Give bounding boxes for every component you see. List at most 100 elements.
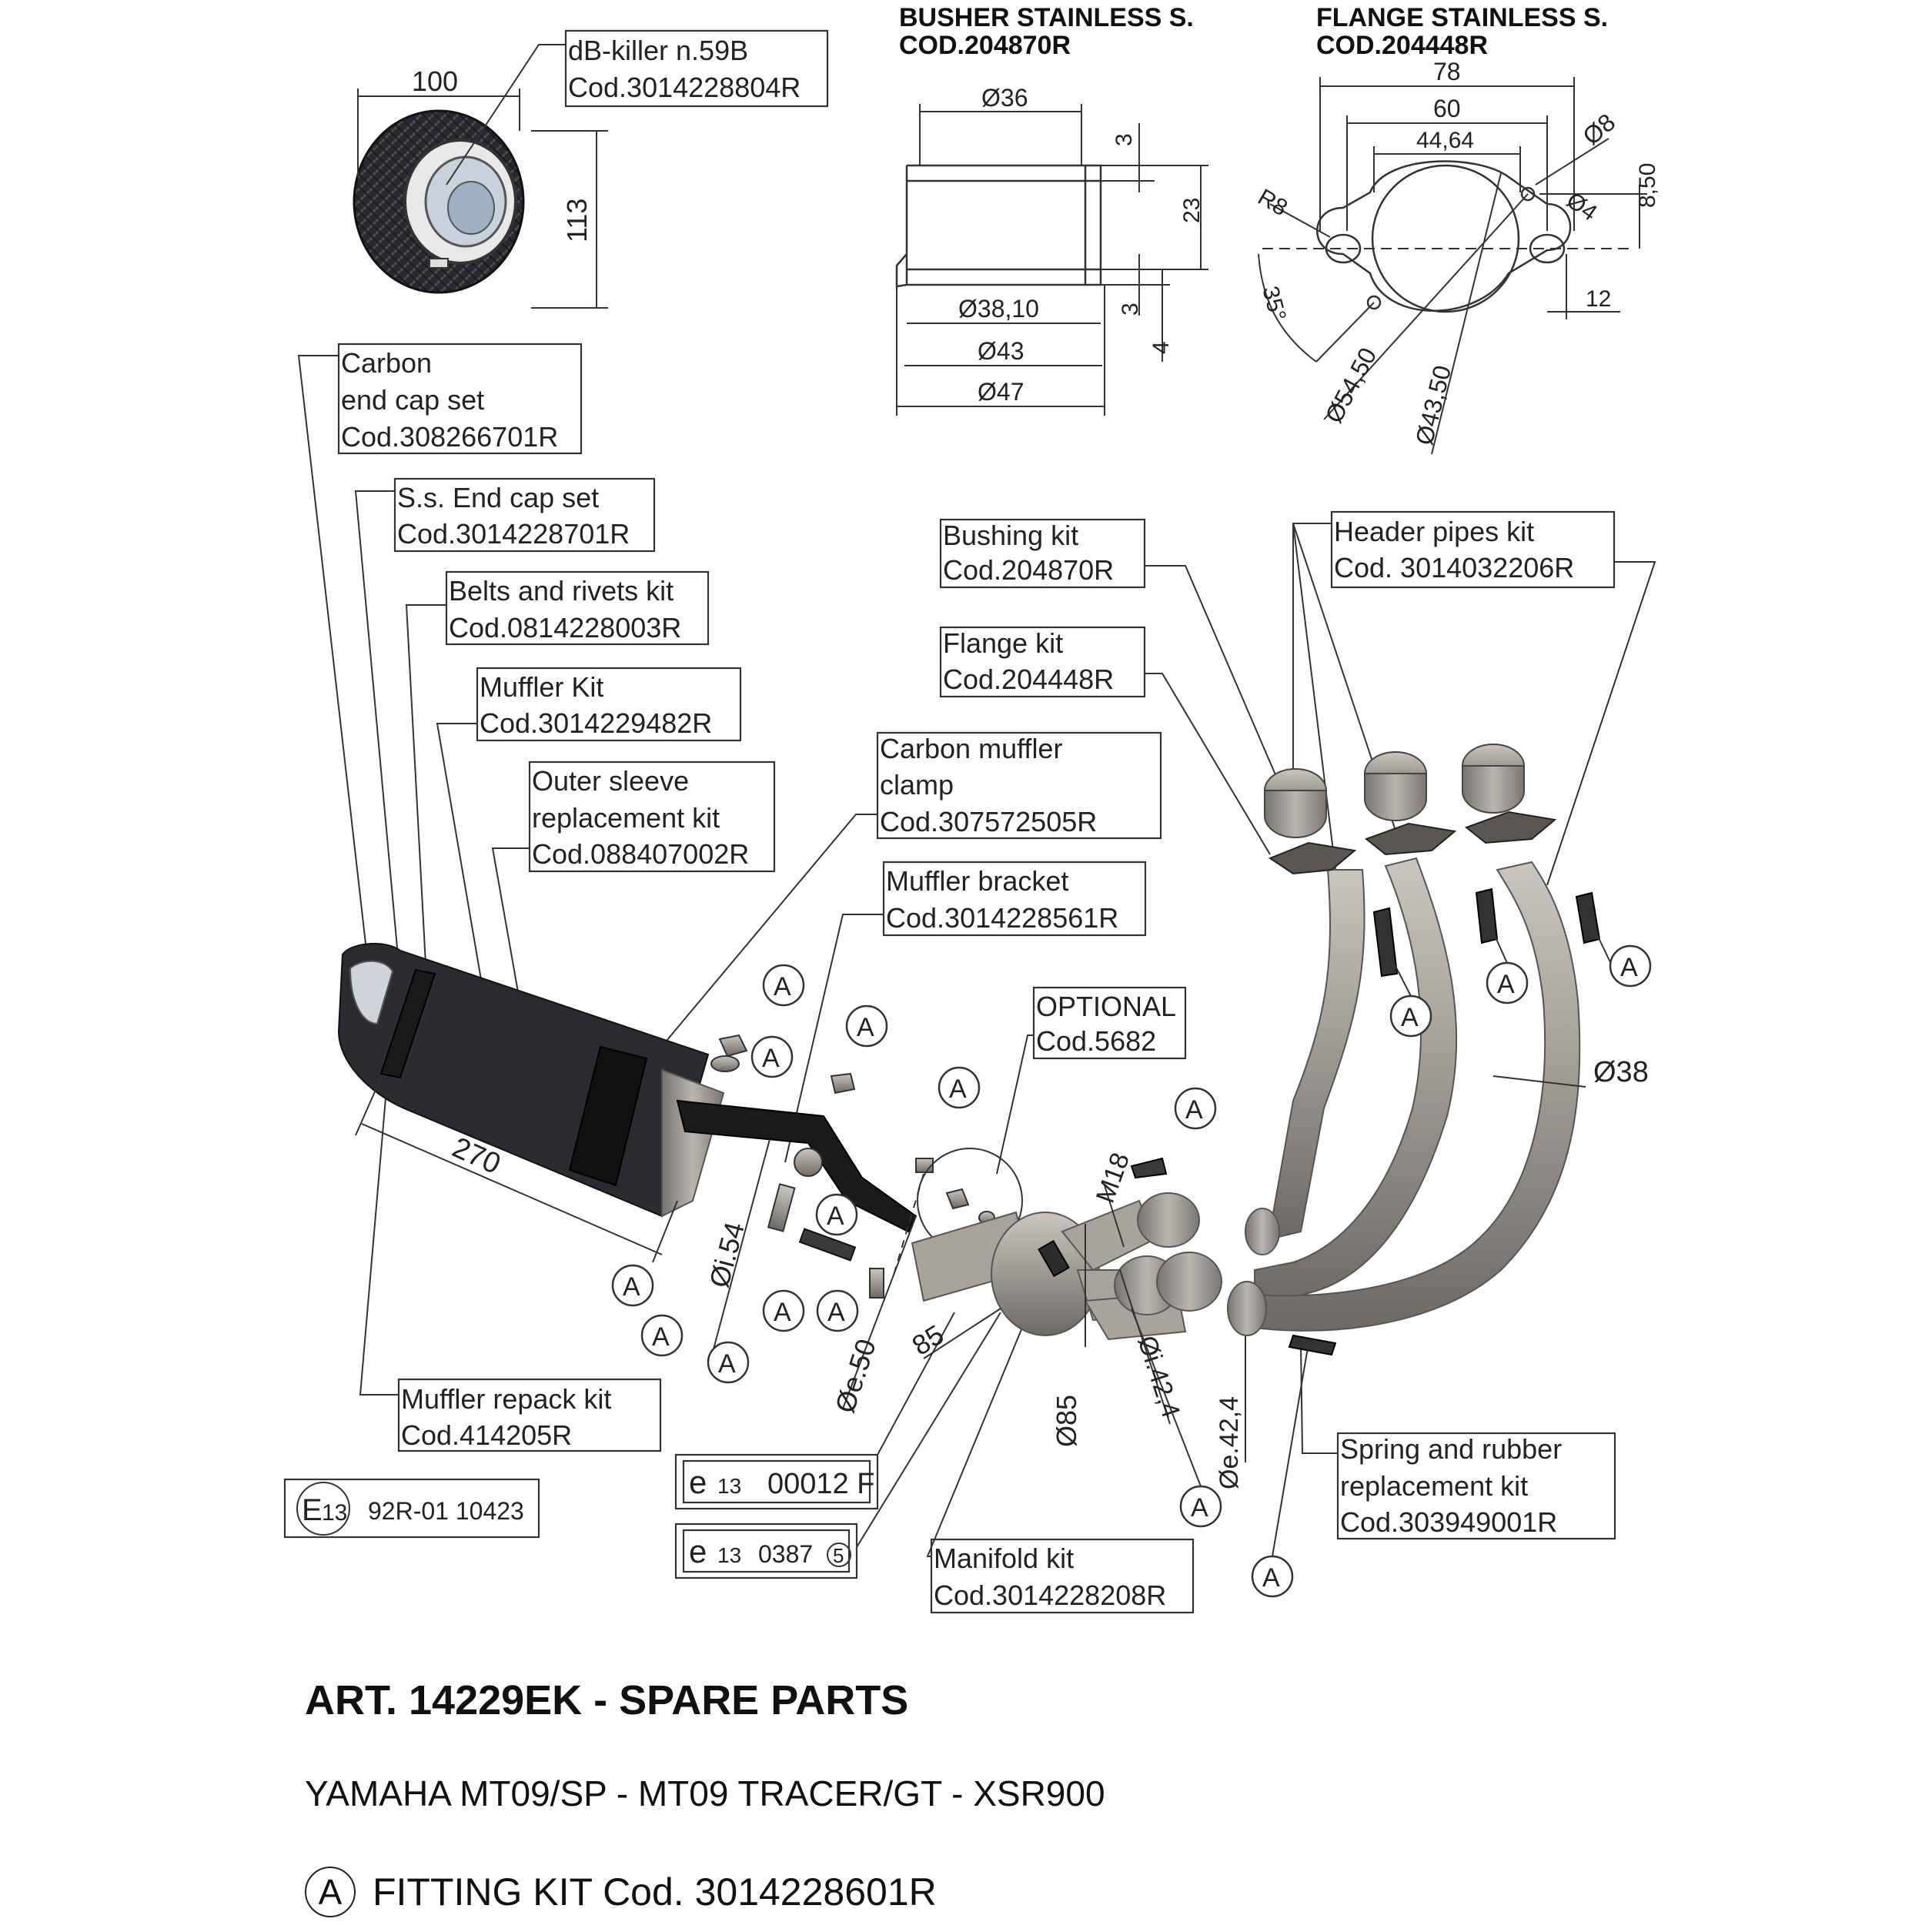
flange-kit-code: Cod.204448R (943, 663, 1114, 695)
ss-endcap-code: Cod.3014228701R (397, 518, 630, 550)
header-pipes-name: Header pipes kit (1334, 516, 1534, 547)
svg-text:A: A (1191, 1493, 1208, 1523)
carbon-clamp-line1: Carbon muffler (880, 733, 1062, 764)
dim-e50: Øe.50 (829, 1335, 882, 1417)
dim-busher-d43: Ø43 (978, 337, 1024, 365)
callout-repack: Muffler repack kit Cod.414205R (359, 1061, 662, 1452)
svg-text:A: A (652, 1322, 670, 1352)
marker-a-5: A (1174, 1087, 1217, 1130)
marker-a-14: A (1389, 994, 1432, 1038)
svg-text:A: A (1497, 970, 1515, 999)
ss-endcap-name: S.s. End cap set (397, 482, 599, 513)
header-pipes-code: Cod. 3014032206R (1334, 552, 1574, 583)
dim-flange-850: 8,50 (1635, 163, 1660, 208)
bushing-kit-code: Cod.204870R (943, 554, 1114, 586)
flange-title-1: FLANGE STAINLESS S. (1316, 3, 1608, 32)
fitting-markers: A A A A A A A A A A A A A A A A (611, 923, 1652, 1598)
dim-busher-3a: 3 (1111, 133, 1137, 146)
callout-bracket: Muffler bracket Cod.3014228561R (784, 861, 1147, 1163)
callout-belts: Belts and rivets kit Cod.0814228003R (405, 570, 710, 994)
marker-a-4: A (938, 1066, 981, 1109)
marker-a-13: A (1251, 1555, 1294, 1598)
svg-text:A: A (827, 1202, 844, 1231)
e13-b-circled: 5 (833, 1544, 844, 1567)
dim-flange-60: 60 (1433, 95, 1461, 122)
repack-code: Cod.414205R (401, 1419, 572, 1451)
callout-manifold: Manifold kit Cod.3014228208R (926, 1323, 1195, 1614)
footer-title: ART. 14229EK - SPARE PARTS (305, 1677, 909, 1723)
manifold: 85 Ø85 M18 Øi.42,4 Øe.42,4 (907, 1149, 1246, 1489)
svg-text:A: A (1620, 953, 1638, 982)
callout-ss-endcap: S.s. End cap set Cod.3014228701R (354, 477, 656, 1024)
belts-code: Cod.0814228003R (449, 612, 681, 643)
spring-code: Cod.303949001R (1340, 1506, 1557, 1538)
dim-busher-23: 23 (1179, 198, 1205, 223)
muffler-assembly: 270 Øi.54 (337, 942, 918, 1355)
dim-flange-r8: R8 (1254, 184, 1292, 221)
callout-flange-kit: Flange kit Cod.204448R (939, 626, 1271, 855)
svg-text:A: A (1262, 1563, 1280, 1593)
dim-endcap-height: 113 (561, 199, 593, 242)
fitting-kit-marker: A (305, 1867, 356, 1917)
marker-a-15: A (1486, 961, 1529, 1004)
header-pipes: Ø38 (1227, 857, 1649, 1356)
dim-flange-d8: Ø8 (1577, 108, 1620, 150)
callout-bushing-kit: Bushing kit Cod.204870R (939, 518, 1282, 790)
e13-a-mark: e (689, 1464, 707, 1500)
outer-sleeve-line2: replacement kit (532, 802, 720, 834)
carbon-endcap-line2: end cap set (341, 384, 484, 416)
dim-flange-12: 12 (1586, 286, 1611, 312)
manifold-code: Cod.3014228208R (934, 1579, 1166, 1611)
busher-title-2: COD.204870R (899, 31, 1071, 60)
svg-text:A: A (1185, 1095, 1203, 1125)
endcap-view: 100 113 (353, 44, 608, 309)
svg-text:A: A (762, 1044, 780, 1073)
carbon-endcap-code: Cod.308266701R (341, 421, 558, 453)
dbkiller-code: Cod.3014228804R (568, 72, 801, 103)
carbon-endcap-line1: Carbon (341, 347, 432, 379)
marker-a-10: A (762, 1289, 805, 1332)
e13-b-num: 13 (717, 1543, 741, 1567)
dim-flange-35: 35° (1257, 283, 1291, 323)
svg-text:A: A (718, 1349, 736, 1379)
callout-spring: Spring and rubber replacement kit Cod.30… (1300, 1342, 1616, 1540)
dim-d38: Ø38 (1593, 1056, 1649, 1088)
bushings-flanges (1264, 744, 1557, 875)
callout-carbon-endcap: Carbon end cap set Cod.308266701R (297, 343, 583, 1032)
dim-busher-d47: Ø47 (978, 378, 1024, 406)
callout-header-pipes: Header pipes kit Cod. 3014032206R (1292, 510, 1656, 886)
svg-text:A: A (827, 1298, 845, 1327)
callout-optional: OPTIONAL Cod.5682 (996, 986, 1187, 1175)
svg-text:A: A (949, 1075, 967, 1104)
e13-big-num: 13 (322, 1500, 347, 1526)
callout-outer-sleeve: Outer sleeve replacement kit Cod.0884070… (491, 760, 776, 1001)
muffler-kit-code: Cod.3014229482R (480, 707, 712, 739)
callout-muffler-kit: Muffler Kit Cod.3014229482R (436, 667, 742, 1048)
svg-text:A: A (623, 1272, 640, 1302)
optional-label: OPTIONAL (1036, 991, 1176, 1022)
bushing-kit-name: Bushing kit (943, 520, 1078, 551)
dim-busher-4: 4 (1148, 341, 1174, 354)
dim-m18: M18 (1091, 1149, 1135, 1207)
outer-sleeve-code: Cod.088407002R (532, 838, 749, 870)
callout-carbon-clamp: Carbon muffler clamp Cod.307572505R (638, 731, 1162, 1075)
dim-flange-d5450: Ø54,50 (1319, 343, 1382, 428)
fitting-kit-code: FITTING KIT Cod. 3014228601R (373, 1870, 937, 1914)
marker-a-16: A (1609, 944, 1652, 988)
svg-text:A: A (857, 1013, 874, 1042)
manifold-name: Manifold kit (934, 1543, 1074, 1574)
footer-models: YAMAHA MT09/SP - MT09 TRACER/GT - XSR900 (305, 1773, 1105, 1813)
marker-a-2: A (750, 1035, 794, 1078)
carbon-clamp-line2: clamp (880, 769, 954, 801)
e13-b-mark: e (689, 1533, 707, 1569)
marker-a-7: A (611, 1264, 654, 1307)
carbon-clamp-code: Cod.307572505R (880, 806, 1097, 837)
flange-kit-name: Flange kit (943, 627, 1063, 659)
dbkiller-name: dB-killer n.59B (568, 35, 748, 66)
bracket-name: Muffler bracket (886, 865, 1068, 897)
e13-big-code: 92R-01 10423 (368, 1497, 524, 1525)
dim-e424: Øe.42,4 (1215, 1396, 1244, 1489)
marker-a-12: A (1179, 1485, 1222, 1528)
dim-d85: Ø85 (1051, 1395, 1082, 1447)
